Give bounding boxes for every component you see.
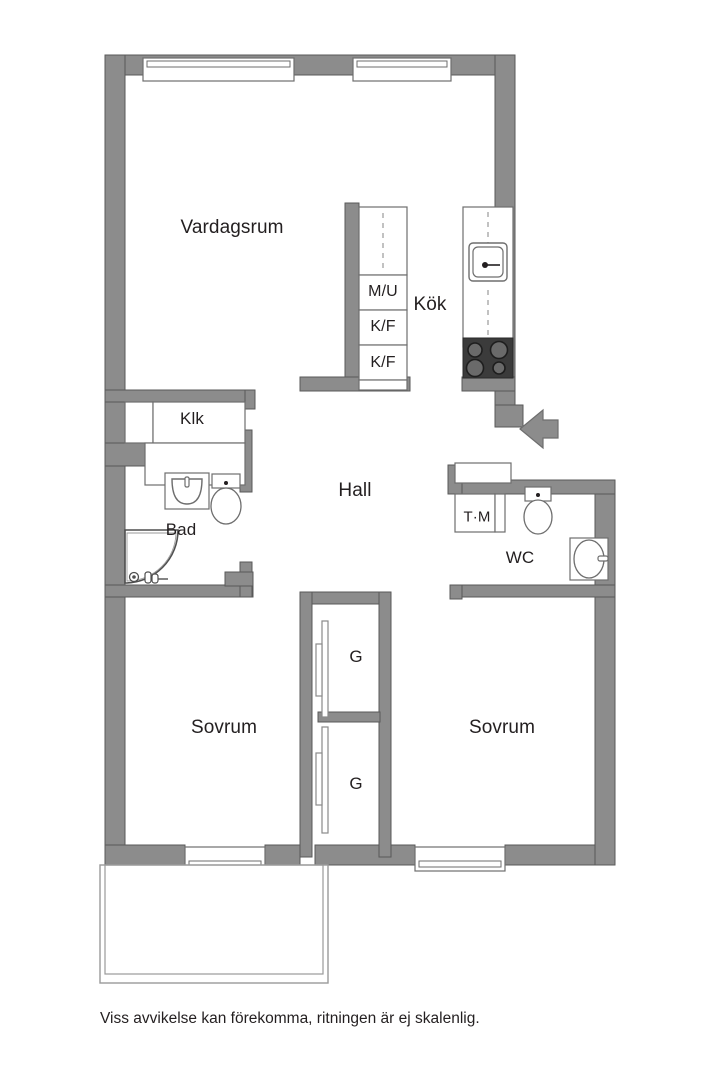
- wall-wardrobe-right: [378, 591, 392, 858]
- kitchen-sink: [468, 242, 508, 282]
- wc-toilet: [523, 486, 553, 535]
- wall-exterior-left-upper: [104, 54, 126, 396]
- wall-exterior-bottom-left: [104, 844, 186, 866]
- wall-left-bedroom-right: [299, 591, 313, 858]
- room-label-bad: Bad: [165, 520, 197, 539]
- wall-jog-entrance: [494, 404, 524, 428]
- window-living-room-right: [352, 57, 452, 82]
- room-label-sovrum-right: Sovrum: [468, 717, 536, 738]
- appliance-label-wardrobe-lower: G: [349, 774, 363, 793]
- wardrobe-door-lower-b: [315, 752, 323, 806]
- shower-enclosure: [124, 529, 179, 584]
- wardrobe-door-upper-a: [321, 620, 329, 718]
- room-label-klk: Klk: [180, 409, 204, 428]
- room-label-sovrum-left: Sovrum: [190, 717, 258, 738]
- kitchen-appliance-column: [358, 206, 408, 391]
- entrance-door-arrow: [519, 408, 559, 450]
- appliance-label-fridge-freezer-upper: K/F: [370, 318, 396, 335]
- kitchen-counter: [462, 206, 514, 379]
- wall-wardrobe-divider: [317, 711, 381, 723]
- wc-sink: [569, 537, 609, 581]
- appliance-label-washer-dryer: T·M: [463, 508, 491, 526]
- disclaimer-caption: Viss avvikelse kan förekomma, ritningen …: [100, 1010, 480, 1027]
- wall-exterior-bottom-mid: [314, 844, 416, 866]
- wall-klk-bottom: [104, 442, 146, 467]
- room-label-kok: Kök: [413, 294, 447, 315]
- wardrobe-doors: [315, 620, 329, 834]
- wall-kitchen-partition-vertical: [344, 202, 360, 389]
- appliance-label-microwave-oven-unit: M/U: [368, 283, 398, 300]
- appliance-label-wardrobe-upper: G: [349, 647, 363, 666]
- wall-exterior-bottom-left2: [264, 844, 301, 866]
- room-label-wc: WC: [505, 548, 535, 567]
- room-label-vardagsrum: Vardagsrum: [180, 217, 284, 238]
- kitchen-stove: [462, 337, 514, 379]
- wall-bad-bottom: [104, 584, 254, 598]
- wall-kitchen-counter-base: [461, 376, 516, 392]
- wall-klk-top-end: [244, 389, 256, 410]
- klk-closet-interior: [124, 401, 246, 486]
- wc-fixtures: [454, 462, 609, 581]
- washer-dryer: [454, 493, 506, 533]
- window-bedroom-right: [414, 846, 506, 872]
- appliance-label-fridge-freezer-lower: K/F: [370, 354, 396, 371]
- room-label-hall: Hall: [338, 480, 372, 501]
- wall-right-bedroom-top-stub: [449, 584, 463, 600]
- bathroom-toilet: [210, 473, 242, 525]
- wall-hall-bottom-left: [224, 571, 254, 587]
- wall-right-bedroom-top: [449, 584, 616, 598]
- wardrobe-door-upper-b: [315, 643, 323, 697]
- wall-wardrobe-top: [299, 591, 391, 605]
- wc-upper-cabinet: [454, 462, 512, 484]
- balcony: [99, 864, 329, 984]
- wardrobe-door-lower-a: [321, 726, 329, 834]
- window-living-room-left: [142, 57, 295, 82]
- wall-klk-top: [104, 389, 254, 403]
- bathroom-sink: [164, 472, 210, 510]
- bad-fixtures: [124, 472, 242, 584]
